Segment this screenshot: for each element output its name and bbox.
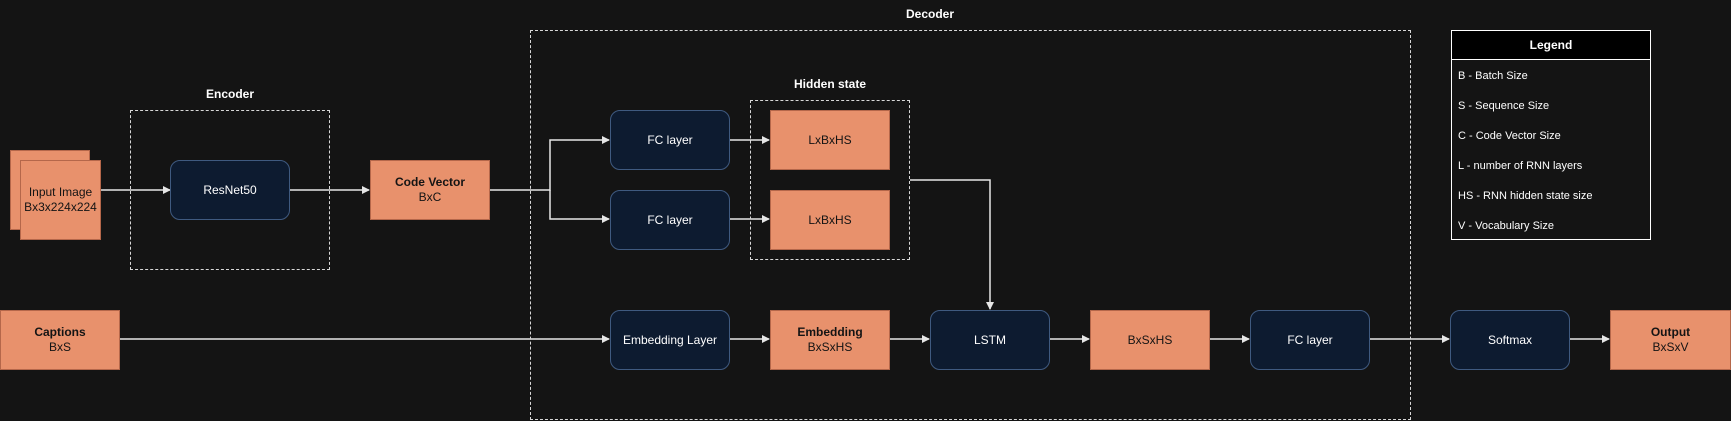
hidden-state-2-node: LxBxHS [770, 190, 890, 250]
resnet-node: ResNet50 [170, 160, 290, 220]
captions-title: Captions [34, 325, 86, 339]
output-title: Output [1650, 325, 1691, 339]
legend-item-vocabulary: V - Vocabulary Size [1458, 220, 1554, 232]
input-image-shape: Bx3x224x224 [24, 200, 97, 214]
fc-layer-2-node: FC layer [610, 190, 730, 250]
legend-box: Legend B - Batch Size S - Sequence Size … [1451, 30, 1651, 240]
decoder-label: Decoder [905, 7, 955, 21]
legend-item-batch: B - Batch Size [1458, 70, 1528, 82]
code-vector-node: Code Vector BxC [370, 160, 490, 220]
input-image-node: Input Image Bx3x224x224 [20, 160, 101, 240]
fc-layer-2-label: FC layer [647, 212, 693, 227]
output-node: Output BxSxV [1610, 310, 1731, 370]
legend-title: Legend [1452, 31, 1650, 60]
lstm-output-label: BxSxHS [1127, 332, 1173, 347]
captions-shape: BxS [48, 340, 71, 354]
embedding-node: Embedding BxSxHS [770, 310, 890, 370]
edge-codevector-to-fc1 [490, 136, 610, 191]
code-vector-shape: BxC [418, 190, 442, 204]
embedding-title: Embedding [797, 325, 863, 339]
input-image-title: Input Image [28, 185, 93, 199]
hidden-state-group [750, 100, 910, 260]
captions-node: Captions BxS [0, 310, 120, 370]
hidden-state-1-node: LxBxHS [770, 110, 890, 170]
resnet-label: ResNet50 [203, 182, 257, 197]
fc-layer-1-node: FC layer [610, 110, 730, 170]
embedding-layer-node: Embedding Layer [610, 310, 730, 370]
fc-layer-1-label: FC layer [647, 132, 693, 147]
legend-item-code-vector: C - Code Vector Size [1458, 130, 1561, 142]
lstm-label: LSTM [973, 332, 1006, 347]
fc-layer-3-label: FC layer [1287, 332, 1333, 347]
edge-codevector-to-fc2 [549, 190, 610, 223]
hidden-state-label: Hidden state [793, 77, 866, 91]
hidden-state-2-label: LxBxHS [808, 212, 852, 227]
softmax-node: Softmax [1450, 310, 1570, 370]
code-vector-title: Code Vector [394, 175, 466, 189]
lstm-node: LSTM [930, 310, 1050, 370]
encoder-label: Encoder [205, 87, 254, 101]
legend-item-rnn-layers: L - number of RNN layers [1458, 160, 1583, 172]
softmax-label: Softmax [1487, 332, 1532, 347]
output-shape: BxSxV [1652, 340, 1689, 354]
legend-item-sequence: S - Sequence Size [1458, 100, 1550, 112]
embedding-layer-label: Embedding Layer [622, 332, 718, 347]
lstm-output-node: BxSxHS [1090, 310, 1210, 370]
encoder-group [130, 110, 330, 270]
decoder-group [530, 30, 1411, 420]
edge-hidden-to-lstm [910, 179, 994, 310]
hidden-state-1-label: LxBxHS [808, 132, 852, 147]
embedding-shape: BxSxHS [807, 340, 853, 354]
fc-layer-3-node: FC layer [1250, 310, 1370, 370]
legend-item-hidden-size: HS - RNN hidden state size [1458, 190, 1593, 202]
